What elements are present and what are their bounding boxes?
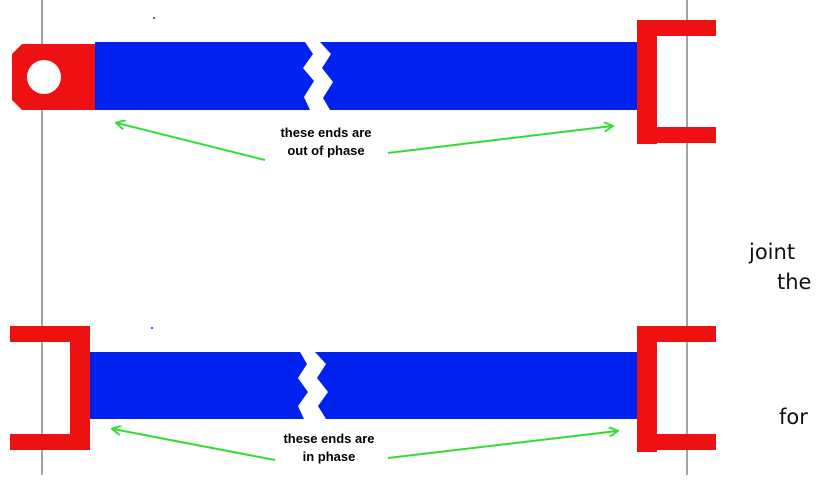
top-arrow-left [117,123,266,161]
top-shaft-left [95,42,314,110]
bottom-right-yoke-arm-upper [657,326,716,342]
top-right-yoke-bar [637,20,657,144]
bottom-arrow-right [387,431,617,459]
top-right-yoke-arm-lower [657,127,716,143]
bottom-right-yoke-arm-lower [657,434,716,450]
bottom-left-yoke-arm-lower [10,434,70,450]
bottom-shaft-right [315,352,643,419]
top-flange-hole [27,60,61,94]
side-word-for: for [779,405,808,429]
bottom-caption-line1: these ends are [283,431,374,446]
bottom-left-yoke-bar [70,326,90,450]
top-caption-line2: out of phase [287,143,364,158]
top-driveshaft [12,20,716,144]
speck [151,327,153,329]
bottom-driveshaft [10,326,716,452]
speck [153,17,155,19]
bottom-right-yoke-bar [637,326,657,452]
top-arrow-right [387,126,612,154]
bottom-shaft-left [90,352,308,419]
bottom-left-yoke-arm-upper [10,326,70,342]
top-right-yoke-arm-upper [657,20,716,36]
top-caption-line1: these ends are [280,125,371,140]
bottom-arrow-left [113,429,276,461]
top-shaft-right [320,42,643,110]
side-word-the: the [777,270,812,294]
side-word-joint: joint [749,240,796,264]
bottom-caption-line2: in phase [303,449,356,464]
